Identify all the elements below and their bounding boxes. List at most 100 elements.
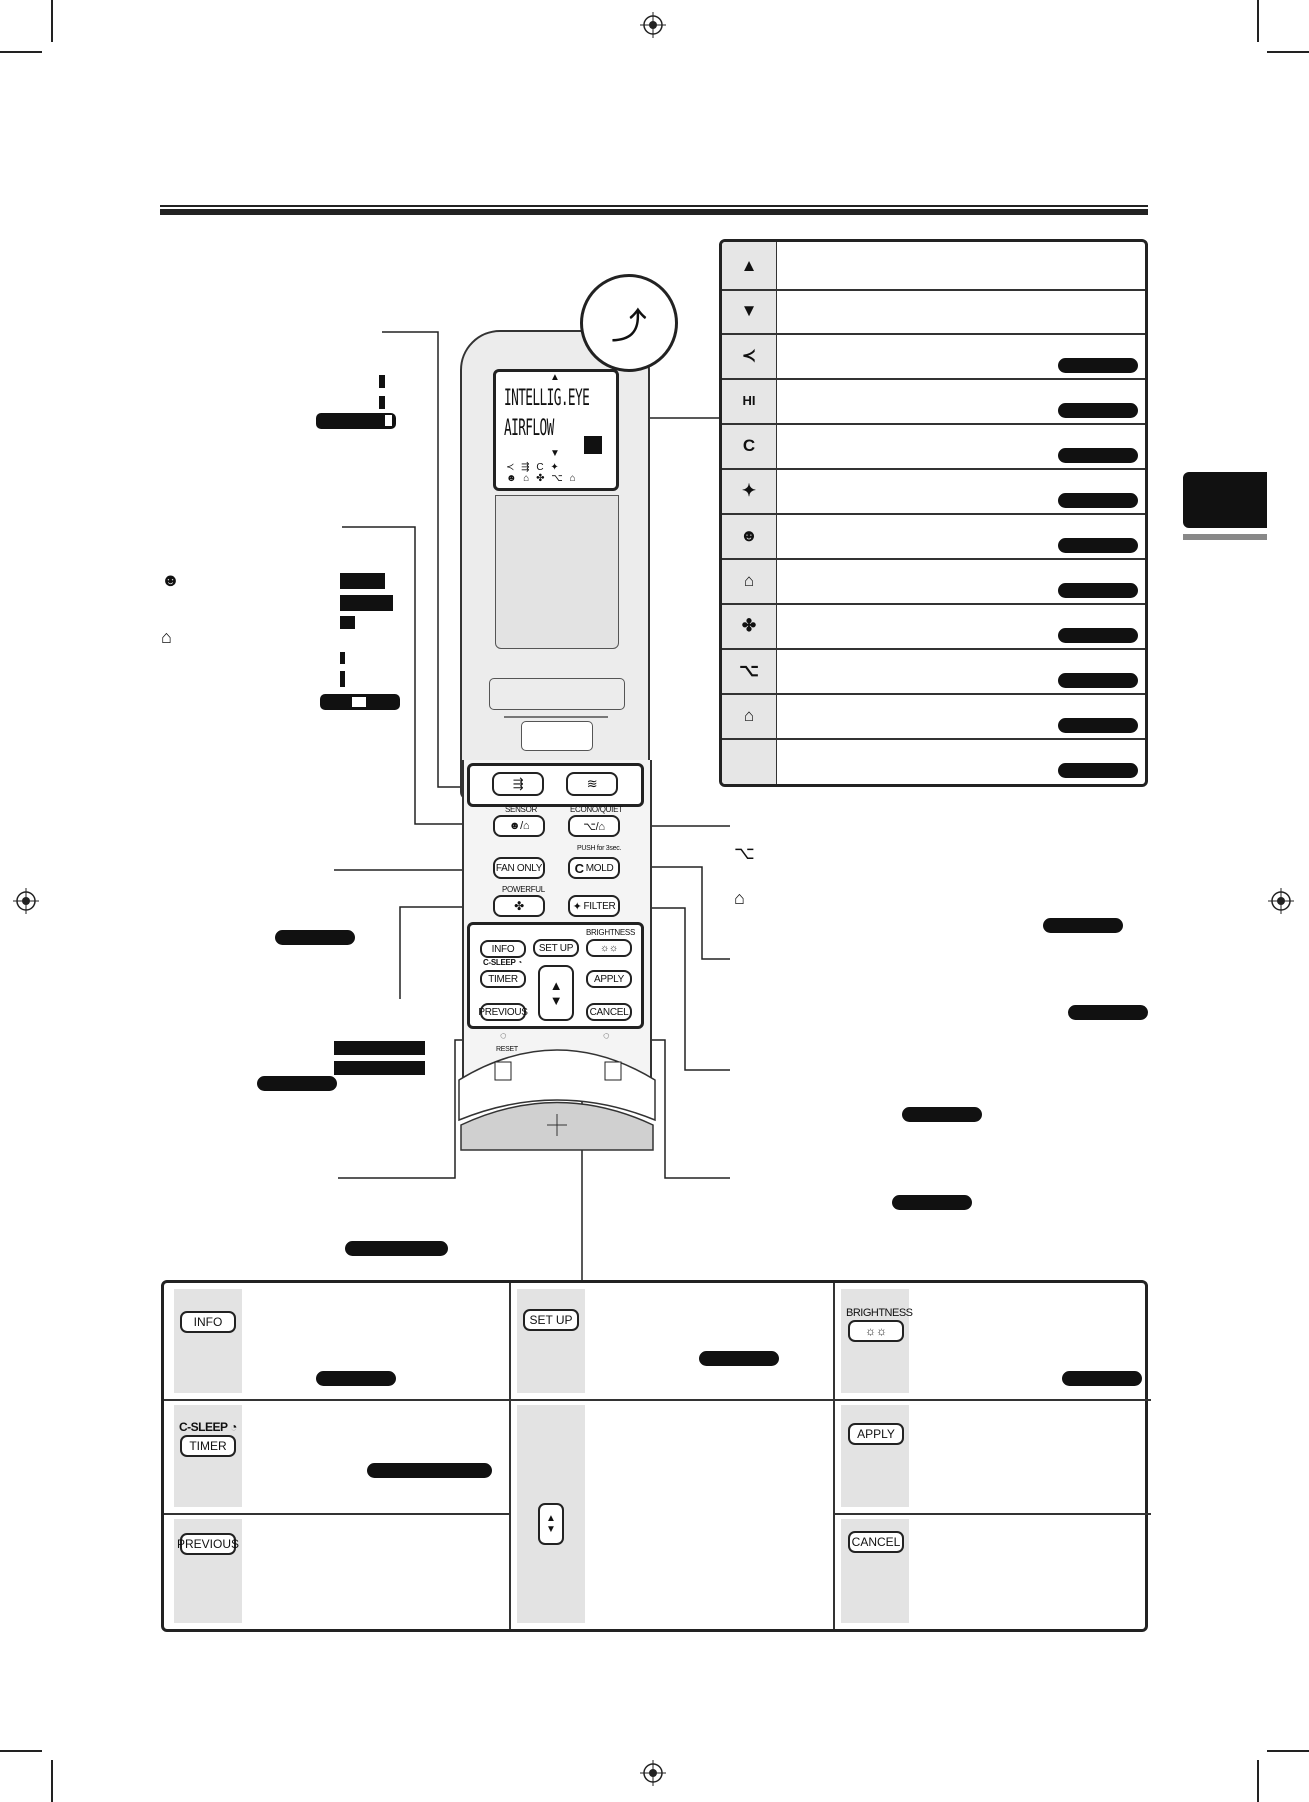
filter-icon: ✦ — [741, 480, 757, 500]
econo-quiet-button[interactable]: ⌥/⌂ — [568, 815, 620, 837]
powerful-button[interactable]: ✤ — [493, 895, 545, 917]
registration-mark-icon — [640, 1760, 666, 1786]
crop-mark — [1267, 51, 1309, 53]
label-blank — [340, 573, 385, 589]
brightness-key: ☼☼ — [848, 1320, 904, 1342]
down-arrow-icon: ▼ — [549, 993, 563, 1008]
button-table: INFO SET UP BRIGHTNESS ☼☼ C-SLEEP ◔ TIME… — [161, 1280, 1151, 1632]
apply-key: APPLY — [848, 1423, 904, 1445]
label-blank — [1062, 1371, 1142, 1386]
reset-icon: ◌ — [500, 1030, 507, 1042]
timer-key: TIMER — [180, 1435, 236, 1457]
previous-button[interactable]: PREVIOUS — [478, 1003, 528, 1021]
registration-mark-icon — [1268, 888, 1294, 914]
reset-label: RESET — [496, 1046, 518, 1053]
label-blank — [1058, 718, 1138, 733]
push-for-label: PUSH for 3sec. — [577, 845, 622, 852]
cell-bg — [174, 1289, 242, 1393]
airflow-button[interactable]: ⇶ — [492, 772, 544, 796]
airflow-icon: ≺ — [741, 345, 757, 365]
crop-mark — [1257, 0, 1259, 42]
label-blank — [1043, 918, 1123, 933]
down-arrow-icon: ▼ — [546, 1524, 556, 1535]
brightness-button[interactable]: ☼☼ — [586, 939, 632, 957]
brightness-label: BRIGHTNESS — [586, 928, 636, 937]
down-arrow-icon: ▼ — [740, 301, 758, 320]
label-blank — [1058, 583, 1138, 598]
sleep-icon: ◔ — [230, 1420, 237, 1434]
lcd-block — [584, 436, 602, 454]
label-blank — [892, 1195, 972, 1210]
label-blank — [385, 415, 392, 426]
sensor-person-icon: ☻ — [740, 525, 758, 545]
row-divider — [722, 603, 1145, 605]
c-sleep-text: C-SLEEP — [483, 958, 516, 967]
quiet-icon: ⌂ — [734, 888, 745, 908]
label-blank — [316, 1371, 396, 1386]
remote-slot — [489, 678, 625, 710]
label-blank — [340, 616, 355, 629]
row-divider — [722, 333, 1145, 335]
sensor-button[interactable]: ☻/⌂ — [493, 815, 545, 837]
fan-only-button[interactable]: FAN ONLY — [493, 857, 545, 879]
lcd-line2: AIRFLOW — [504, 416, 554, 441]
up-arrow-icon: ▲ — [549, 978, 563, 993]
c-sleep-label: C-SLEEP ◔ — [483, 958, 522, 967]
label-blank — [334, 1041, 425, 1055]
crop-mark — [51, 1760, 53, 1802]
apply-button[interactable]: APPLY — [586, 970, 632, 988]
filter-button[interactable]: ✦FILTER — [568, 895, 620, 917]
sensor-label: SENSOR — [505, 805, 537, 814]
remote-window — [495, 495, 619, 649]
crop-mark — [51, 0, 53, 42]
econo-icon: ⌥ — [734, 843, 755, 863]
setup-button[interactable]: SET UP — [533, 939, 579, 957]
up-down-button[interactable]: ▲▼ — [538, 965, 574, 1021]
info-key: INFO — [180, 1311, 236, 1333]
column-divider — [833, 1283, 835, 1629]
timer-button[interactable]: TIMER — [480, 970, 526, 988]
row-divider — [722, 648, 1145, 650]
label-blank — [1058, 538, 1138, 553]
label-blank — [1058, 358, 1138, 373]
row-divider — [722, 378, 1145, 380]
row-divider — [722, 289, 1145, 291]
mold-icon: C — [574, 860, 584, 876]
lcd-screen: ▲ INTELLIG.EYE AIRFLOW ▼ ≺ ⇶ C ✦☻ ⌂ ✤ ⌥ … — [493, 369, 619, 491]
row-divider — [722, 738, 1145, 740]
sensor-room-icon: ⌂ — [161, 627, 172, 647]
label-blank — [316, 413, 396, 429]
row-divider — [833, 1513, 1151, 1515]
filter-icon: ✦ — [572, 900, 582, 913]
c-sleep-key-label: C-SLEEP ◔ — [179, 1420, 237, 1434]
label-blank — [257, 1076, 337, 1091]
header-rule-thick — [160, 209, 1148, 215]
econo-quiet-label: ECONO/QUIET — [570, 805, 623, 814]
cancel-key: CANCEL — [848, 1531, 904, 1553]
lcd-line1: INTELLIG.EYE — [504, 386, 590, 411]
label-blank — [1058, 628, 1138, 643]
cancel-button[interactable]: CANCEL — [586, 1003, 632, 1021]
econo-icon: ⌥ — [739, 660, 759, 680]
label-blank — [379, 396, 385, 409]
clock-icon: ◌ — [603, 1030, 610, 1042]
row-divider — [722, 423, 1145, 425]
powerful-label: POWERFUL — [502, 885, 545, 894]
cell-bg — [841, 1405, 909, 1507]
label-blank — [1068, 1005, 1148, 1020]
row-divider — [164, 1399, 509, 1401]
sensor-person-icon: ☻ — [161, 570, 180, 590]
label-blank — [340, 652, 345, 664]
crop-mark — [0, 51, 42, 53]
row-divider — [722, 558, 1145, 560]
comfort-button[interactable]: ≋ — [566, 772, 618, 796]
label-blank — [352, 697, 366, 707]
crop-mark — [1267, 1750, 1309, 1752]
registration-mark-icon — [13, 888, 39, 914]
label-blank — [340, 671, 345, 687]
brightness-key-label: BRIGHTNESS — [846, 1307, 913, 1319]
label-blank — [345, 1241, 448, 1256]
info-button[interactable]: INFO — [480, 940, 526, 958]
label-blank — [1058, 448, 1138, 463]
